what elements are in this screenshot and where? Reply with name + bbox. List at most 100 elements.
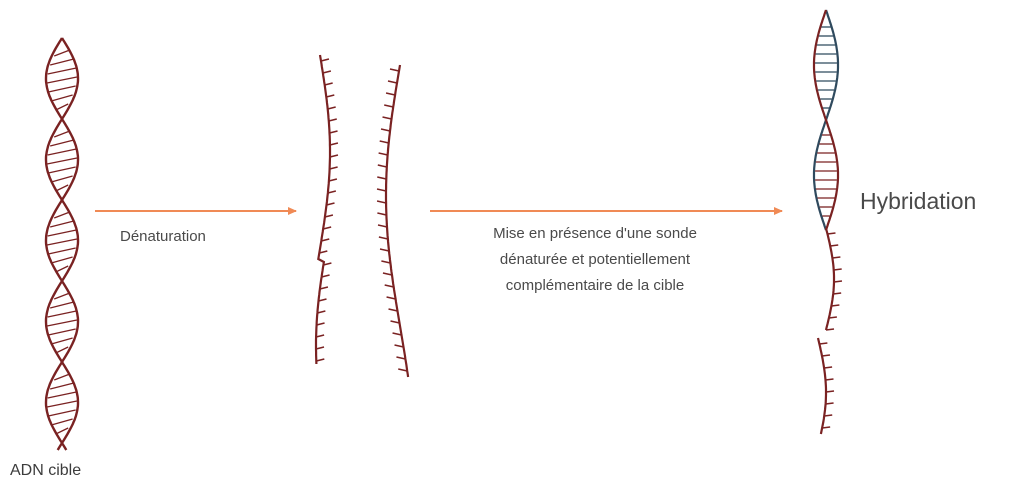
base-tick [390, 320, 400, 324]
base-tick [382, 272, 393, 276]
base-pair [47, 229, 77, 237]
base-tick [320, 58, 330, 62]
base-tick [831, 304, 840, 307]
base-tick [318, 298, 327, 302]
target-dna-label: ADN cible [10, 462, 82, 479]
base-tick [824, 414, 833, 417]
base-tick [321, 238, 330, 242]
base-pair [50, 58, 74, 66]
base-tick [319, 250, 328, 254]
base-pair [46, 76, 78, 84]
base-tick [824, 366, 833, 369]
target-strand [812, 9, 840, 231]
base-pair [55, 103, 69, 111]
base-pair [48, 166, 76, 174]
base-tick [379, 248, 390, 252]
base-pair [46, 400, 78, 408]
base-tick [377, 212, 387, 216]
base-tick [322, 70, 332, 74]
base-tick [316, 358, 325, 362]
base-tick [328, 118, 337, 122]
base-tick [316, 322, 325, 326]
base-tick [324, 82, 333, 86]
base-tick [327, 106, 336, 110]
base-tick [324, 214, 334, 218]
base-tick [329, 130, 338, 134]
base-pair [53, 292, 71, 300]
base-pair [47, 148, 77, 156]
base-tick [386, 296, 396, 300]
base-pair [53, 373, 71, 381]
base-tick [329, 166, 338, 170]
base-tick [387, 80, 398, 84]
base-tick [821, 354, 831, 357]
base-tick [396, 356, 406, 360]
base-pair [51, 175, 73, 183]
denaturation-label: Dénaturation [120, 228, 206, 245]
hybridized-dna-probe [812, 9, 843, 435]
denatured-single-strands [314, 54, 410, 378]
base-pair [46, 238, 78, 246]
base-tick [326, 94, 335, 98]
base-pair [50, 220, 74, 228]
dna-strand [44, 37, 80, 451]
base-pair [51, 256, 73, 264]
base-tick [377, 224, 388, 228]
base-tick [376, 200, 387, 204]
base-pair [55, 427, 69, 435]
base-pair [51, 94, 73, 102]
base-tick [388, 308, 398, 312]
base-tick [319, 286, 329, 290]
base-tick [392, 332, 402, 336]
base-tick [329, 154, 339, 158]
probe-description-line: Mise en présence d'une sonde [493, 225, 697, 242]
base-tick [833, 292, 842, 295]
base-pair [48, 328, 76, 336]
single-strand-left [314, 54, 332, 365]
base-tick [377, 176, 387, 180]
base-tick [377, 164, 387, 168]
base-tick [825, 378, 834, 381]
base-pair [47, 391, 77, 399]
base-tick [321, 274, 330, 278]
base-tick [378, 236, 389, 240]
base-tick [376, 188, 387, 192]
base-pair [48, 85, 76, 93]
base-pair [50, 301, 74, 309]
single-strand-right [384, 64, 410, 378]
base-pair [51, 418, 73, 426]
base-tick [384, 104, 394, 108]
target-strand [824, 227, 836, 331]
base-tick [323, 262, 332, 266]
base-tick [378, 152, 388, 156]
base-tick [822, 426, 831, 429]
base-tick [833, 268, 842, 271]
base-tick [832, 256, 841, 259]
base-pair [51, 337, 73, 345]
base-pair [46, 157, 78, 165]
base-pair [48, 409, 76, 417]
base-tick [825, 390, 835, 393]
base-tick [385, 92, 396, 96]
dna-strand [44, 37, 80, 451]
hybridation-label: Hybridation [860, 188, 977, 214]
base-tick [326, 202, 335, 206]
probe-description-line: complémentaire de la cible [505, 277, 685, 294]
probe-description-line: dénaturée et potentiellement [499, 251, 691, 268]
base-tick [830, 244, 839, 247]
base-tick [384, 284, 394, 288]
base-pair [55, 346, 69, 354]
base-tick [315, 346, 325, 350]
base-tick [389, 68, 400, 72]
base-tick [819, 342, 828, 345]
target-dna-double-helix [44, 37, 80, 451]
base-pair [53, 49, 71, 57]
base-tick [315, 334, 325, 338]
base-tick [322, 226, 332, 230]
base-tick [317, 310, 326, 314]
base-tick [328, 178, 338, 182]
base-tick [327, 190, 337, 194]
base-tick [380, 128, 391, 132]
